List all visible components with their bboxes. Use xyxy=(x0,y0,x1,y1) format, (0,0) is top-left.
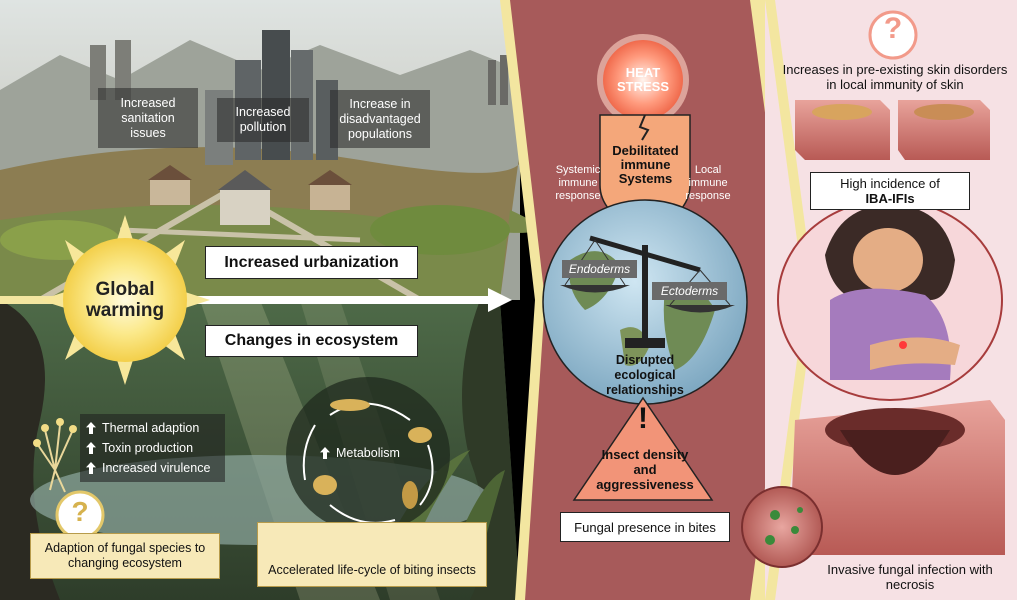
insect-lifecycle-box: Accelerated life-cycle of biting insects xyxy=(257,522,487,587)
ecosystem-question-mark: ? xyxy=(71,496,89,527)
warning-triangle-icon xyxy=(572,396,714,501)
invasive-label: Invasive fungal infection with necrosis xyxy=(827,562,993,592)
global-warming-label: Global warming xyxy=(85,279,165,321)
trait-thermal: Thermal adaption xyxy=(86,418,219,438)
insect-density-label: Insect density and aggressiveness xyxy=(596,446,694,492)
crack-icon xyxy=(638,114,650,141)
ecosystem-title: Changes in ecosystem xyxy=(205,325,418,357)
debilitated-label: Debilitated immune Systems xyxy=(612,143,679,186)
pollution-label: Increased pollution xyxy=(217,98,309,142)
fungal-traits-list: Thermal adaption Toxin production Increa… xyxy=(80,414,225,482)
exclamation-mark: ! xyxy=(638,402,648,435)
child-illustration xyxy=(777,199,1003,401)
up-arrow-icon xyxy=(86,422,96,434)
trait-toxin: Toxin production xyxy=(86,438,219,458)
iba-ifis-text: IBA-IFIs xyxy=(865,191,915,206)
skin-disorder-icon xyxy=(795,100,990,160)
up-arrow-icon xyxy=(86,462,96,474)
heat-stress-label: HEAT STRESS xyxy=(616,65,669,94)
populations-label: Increase in disadvantaged populations xyxy=(330,90,430,148)
high-incidence-text: High incidence of xyxy=(840,176,940,191)
urbanization-title: Increased urbanization xyxy=(205,246,418,279)
necrosis-tissue-icon xyxy=(790,400,1005,555)
fungal-adaption-box: Adaption of fungal species to changing e… xyxy=(30,533,220,579)
systemic-label: Systemic immune response xyxy=(555,163,601,202)
sanitation-label: Increased sanitation issues xyxy=(98,88,198,148)
balance-scale-icon xyxy=(560,235,735,348)
right-question-mark: ? xyxy=(883,12,903,45)
endoderms-label: Endoderms xyxy=(562,260,637,278)
up-arrow-icon xyxy=(86,442,96,454)
skin-disorders-label: Increases in pre-existing skin disorders… xyxy=(782,62,1008,92)
heat-stress-sun-icon xyxy=(597,34,689,126)
metabolism-label: Metabolism xyxy=(320,443,400,463)
disrupted-label: Disrupted ecological relationships xyxy=(606,352,684,397)
insect-lifecycle-icon xyxy=(286,377,450,533)
flow-arrow xyxy=(160,288,512,312)
microscope-view-icon xyxy=(741,486,823,568)
global-warming-sun-icon xyxy=(40,215,210,385)
fungal-presence-box: Fungal presence in bites xyxy=(560,512,730,542)
high-incidence-box: High incidence of IBA-IFIs xyxy=(810,172,970,210)
up-arrow-icon xyxy=(320,447,330,459)
fungus-icon xyxy=(37,424,73,493)
local-label: Local immune response xyxy=(685,163,731,202)
question-circle-icon xyxy=(868,10,918,60)
trait-virulence: Increased virulence xyxy=(86,458,219,478)
ectoderms-label: Ectoderms xyxy=(652,282,727,300)
